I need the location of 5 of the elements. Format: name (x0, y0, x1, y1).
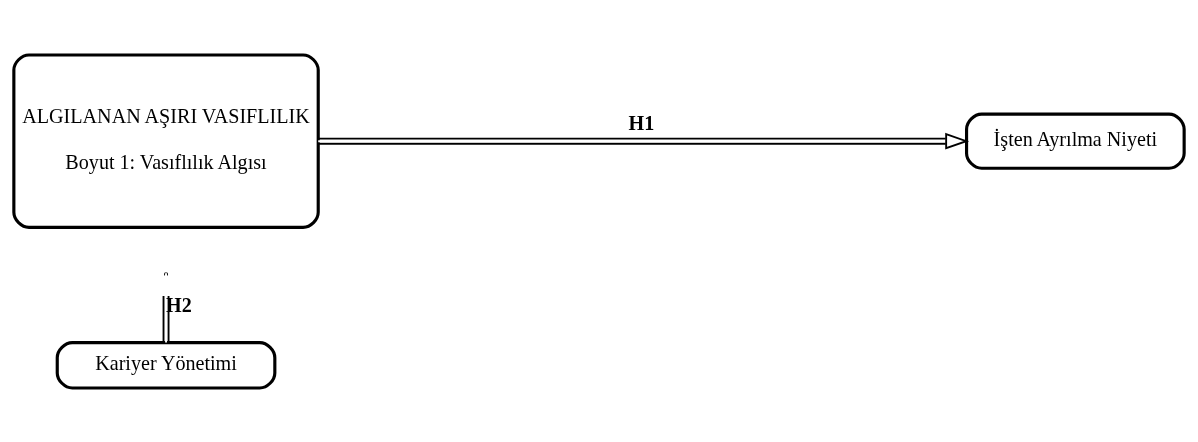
node-box: Kariyer Yönetimi (55, 340, 277, 390)
arrow (317, 132, 970, 150)
edge-label: H1 (628, 111, 655, 134)
node-box: İşten Ayrılma Niyeti (965, 112, 1186, 170)
node-box: ALGILANAN AŞIRI VASIFLILIK Boyut 1: Vasıflılık Algısı (12, 52, 320, 229)
